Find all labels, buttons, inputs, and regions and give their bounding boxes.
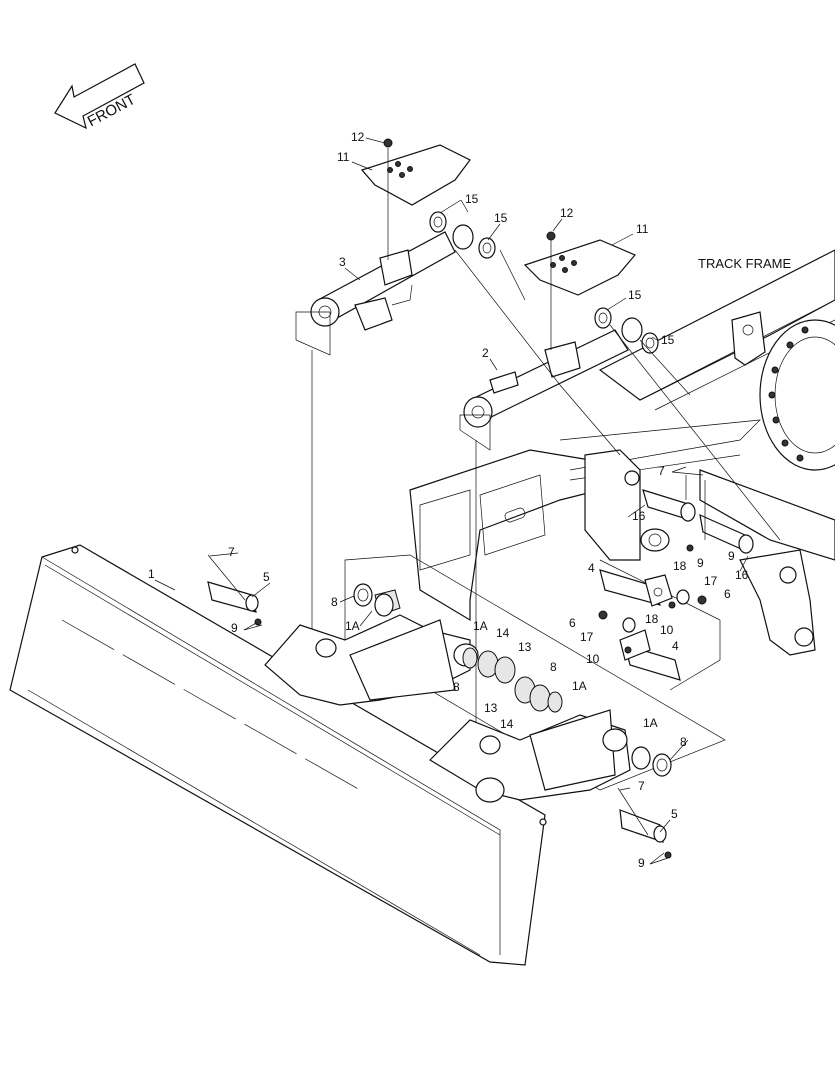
front-direction-arrow: FRONT [54,63,145,130]
cover-11-lower [523,239,636,296]
label-7-c: 7 [638,779,645,793]
label-15-d: 15 [661,333,675,347]
fasteners [598,544,707,654]
label-9-b: 9 [728,549,735,563]
label-14-a: 14 [496,626,510,640]
label-10-a: 10 [660,623,674,637]
label-9-a: 9 [697,556,704,570]
label-13-b: 13 [484,701,498,715]
label-12-top: 12 [351,130,365,144]
label-16-a: 16 [632,509,646,523]
label-2: 2 [482,346,489,360]
label-1a-b: 1A [473,619,488,633]
label-8-c: 8 [550,660,557,674]
track-frame-label: TRACK FRAME [698,256,792,271]
label-17-a: 17 [704,574,718,588]
undercarriage-frame [409,419,761,622]
label-11-lower: 11 [636,222,649,236]
bushings-rings [353,583,672,777]
label-5-b: 5 [671,807,678,821]
label-9-c: 9 [231,621,238,635]
pins-4 [599,569,690,681]
bolt-12-top [383,138,393,148]
label-1a-c: 1A [572,679,587,693]
label-13-a: 13 [518,640,532,654]
label-18-a: 18 [673,559,687,573]
label-4-b: 4 [672,639,679,653]
label-7-b: 7 [228,545,235,559]
label-5-a: 5 [263,570,270,584]
label-1a-d: 1A [643,716,658,730]
label-6-a: 6 [724,587,731,601]
label-3: 3 [339,255,346,269]
pins-16 [642,475,754,554]
label-18-b: 18 [645,612,659,626]
label-15-a: 15 [465,192,479,206]
label-14-b: 14 [500,717,514,731]
label-12-lower: 12 [560,206,574,220]
part-labels: 1 2 3 11 11 12 12 15 15 15 15 7 7 7 16 1… [148,130,749,870]
label-8-d: 8 [680,735,687,749]
label-15-b: 15 [494,211,508,225]
label-15-c: 15 [628,288,642,302]
label-7-a: 7 [658,464,665,478]
label-17-b: 17 [580,630,594,644]
pins-5 [207,554,672,859]
dozer-blade-1 [9,544,547,966]
label-1a-a: 1A [345,619,360,633]
label-1: 1 [148,567,155,581]
label-16-b: 16 [735,568,749,582]
label-8-b: 8 [453,680,460,694]
label-4-a: 4 [588,561,595,575]
track-frame: TRACK FRAME [598,249,835,656]
leader-lines [154,137,749,865]
cover-11-top [360,144,471,206]
label-11-top: 11 [337,150,350,164]
label-9-d: 9 [638,856,645,870]
cylinder-2 [463,317,643,428]
push-arms [264,614,631,803]
label-8-a: 8 [331,595,338,609]
cylinder-3 [310,224,474,331]
bolt-12-lower [546,231,556,241]
label-6-b: 6 [569,616,576,630]
label-10-b: 10 [586,652,600,666]
